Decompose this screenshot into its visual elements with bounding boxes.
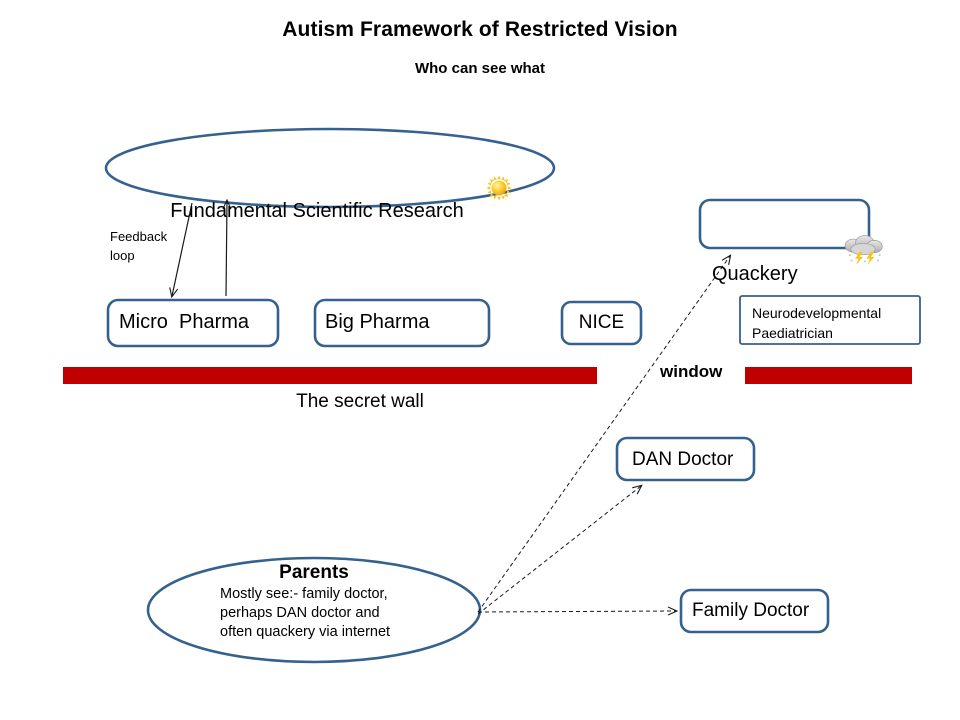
edge-parents-to-quackery bbox=[477, 256, 730, 613]
parents-line-3: often quackery via internet bbox=[220, 624, 391, 641]
fundamental-research-text: Fundamental Scientific Research bbox=[170, 200, 464, 222]
edge-parents-to-family-doctor bbox=[477, 611, 676, 612]
parents-line-1: Mostly see:- family doctor, bbox=[220, 586, 388, 602]
sun-icon bbox=[464, 152, 512, 201]
node-parents-label: Parents Mostly see:- family doctor, perh… bbox=[168, 562, 460, 642]
node-micro-pharma-label: Micro Pharma bbox=[119, 311, 250, 333]
feedback-loop-line-2: loop bbox=[110, 247, 135, 263]
secret-wall-bar-left bbox=[63, 367, 597, 384]
storm-cloud-icon bbox=[820, 211, 883, 265]
node-nice-label: NICE bbox=[578, 312, 625, 333]
secret-wall-bar-right bbox=[745, 367, 912, 384]
parents-title: Parents bbox=[279, 562, 349, 583]
parents-line-2: perhaps DAN doctor and bbox=[220, 605, 380, 622]
page-subtitle: Who can see what bbox=[414, 60, 546, 77]
edge-parents-to-dan-doctor bbox=[477, 486, 641, 615]
parents-description: Mostly see:- family doctor, perhaps DAN … bbox=[168, 585, 460, 642]
node-family-doctor-label: Family Doctor bbox=[692, 600, 810, 621]
neuro-paediatrician-line-2: Paediatrician bbox=[752, 325, 833, 342]
window-label: window bbox=[660, 362, 723, 381]
node-fundamental-research-label: Fundamental Scientific Research bbox=[110, 152, 550, 223]
node-quackery-label: Quackery bbox=[712, 211, 883, 286]
node-dan-doctor-label: DAN Doctor bbox=[632, 449, 734, 470]
node-big-pharma-label: Big Pharma bbox=[325, 311, 430, 333]
neuro-paediatrician-line-1: Neurodevelopmental bbox=[752, 305, 882, 321]
node-neuro-paediatrician-label: Neurodevelopmental Paediatrician bbox=[752, 303, 881, 344]
quackery-text: Quackery bbox=[712, 263, 798, 285]
feedback-loop-line-1: Feedback bbox=[110, 229, 168, 244]
feedback-loop-annotation: Feedback loop bbox=[110, 228, 167, 266]
secret-wall-label: The secret wall bbox=[296, 391, 424, 412]
page-title: Autism Framework of Restricted Vision bbox=[282, 18, 678, 41]
